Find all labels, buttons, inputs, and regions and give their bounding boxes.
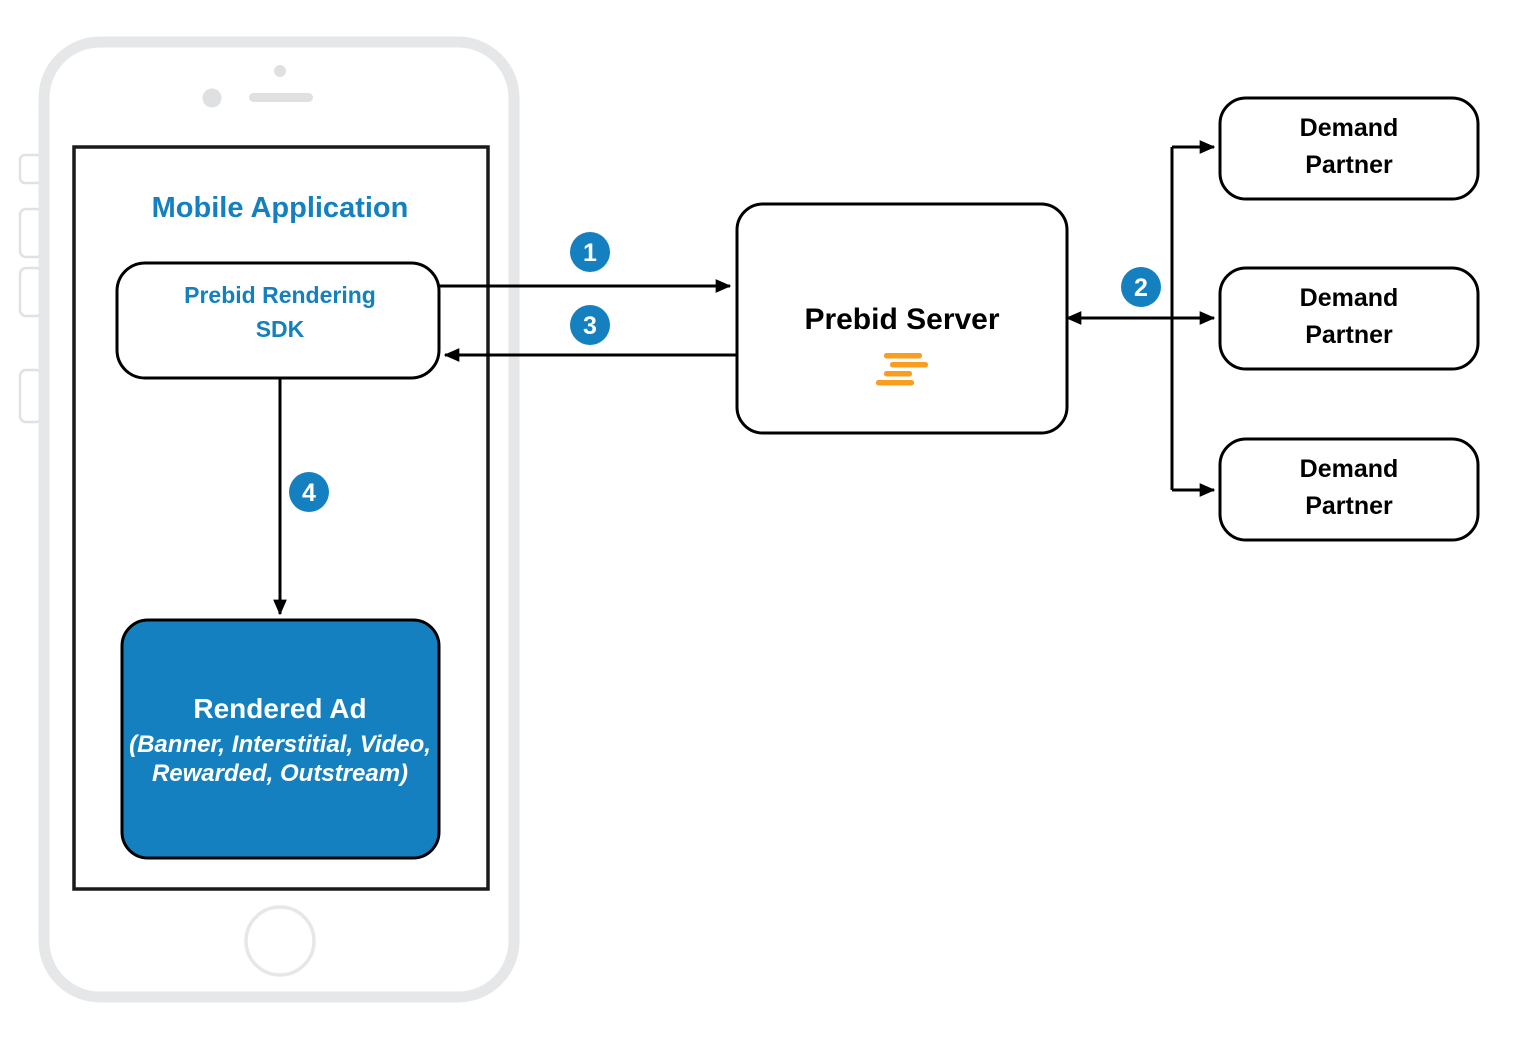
rendered-ad-box bbox=[120, 618, 441, 860]
step-badge-1-number: 1 bbox=[583, 239, 597, 267]
prebid-server-title: Prebid Server bbox=[804, 303, 999, 336]
speaker-grille-icon bbox=[249, 93, 313, 102]
step-badge-4-number: 4 bbox=[302, 479, 316, 507]
demand-partner-1-line1: Demand bbox=[1300, 114, 1399, 142]
demand-partner-2-line1: Demand bbox=[1300, 284, 1399, 312]
demand-partner-box-1[interactable] bbox=[1218, 96, 1480, 201]
home-button-icon[interactable] bbox=[244, 905, 316, 977]
demand-partner-1-line2: Partner bbox=[1305, 151, 1393, 179]
step-badge-3: 3 bbox=[570, 305, 610, 345]
camera-dot-icon bbox=[202, 88, 222, 108]
sensor-dot-icon bbox=[274, 65, 286, 77]
rendered-ad-subtitle-line1: (Banner, Interstitial, Video, bbox=[129, 731, 431, 758]
demand-partner-3-line1: Demand bbox=[1300, 455, 1399, 483]
step-badge-2: 2 bbox=[1121, 267, 1161, 307]
demand-partner-node[interactable]: Demand Partner bbox=[1218, 437, 1480, 542]
step-badge-3-number: 3 bbox=[583, 312, 597, 340]
demand-partner-node[interactable]: Demand Partner bbox=[1218, 96, 1480, 201]
step-badge-4: 4 bbox=[289, 472, 329, 512]
sdk-label-line2: SDK bbox=[256, 316, 305, 342]
prebid-rendering-sdk-box[interactable] bbox=[115, 261, 441, 380]
step-badge-2-number: 2 bbox=[1134, 274, 1148, 302]
step-badge-3-circle bbox=[570, 305, 610, 345]
sdk-label-line1: Prebid Rendering bbox=[184, 282, 376, 308]
demand-partner-box-2[interactable] bbox=[1218, 266, 1480, 371]
demand-partner-node[interactable]: Demand Partner bbox=[1218, 266, 1480, 371]
step-badge-4-circle bbox=[289, 472, 329, 512]
rendered-ad-node: Rendered Ad (Banner, Interstitial, Video… bbox=[120, 618, 441, 860]
step-badge-2-circle bbox=[1121, 267, 1161, 307]
prebid-server-node[interactable]: Prebid Server bbox=[735, 202, 1069, 435]
rendered-ad-subtitle-line2: Rewarded, Outstream) bbox=[152, 760, 408, 787]
step-badge-1: 1 bbox=[570, 232, 610, 272]
demand-partner-2-line2: Partner bbox=[1305, 321, 1393, 349]
prebid-rendering-sdk-node[interactable]: Prebid Rendering SDK bbox=[115, 261, 441, 380]
prebid-server-box[interactable] bbox=[735, 202, 1069, 435]
prebid-bars-logo-icon bbox=[876, 353, 928, 386]
rendered-ad-title: Rendered Ad bbox=[193, 693, 366, 724]
demand-partner-box-3[interactable] bbox=[1218, 437, 1480, 542]
page-title-mobile-application: Mobile Application bbox=[152, 192, 409, 224]
step-badge-1-circle bbox=[570, 232, 610, 272]
demand-partner-3-line2: Partner bbox=[1305, 492, 1393, 520]
